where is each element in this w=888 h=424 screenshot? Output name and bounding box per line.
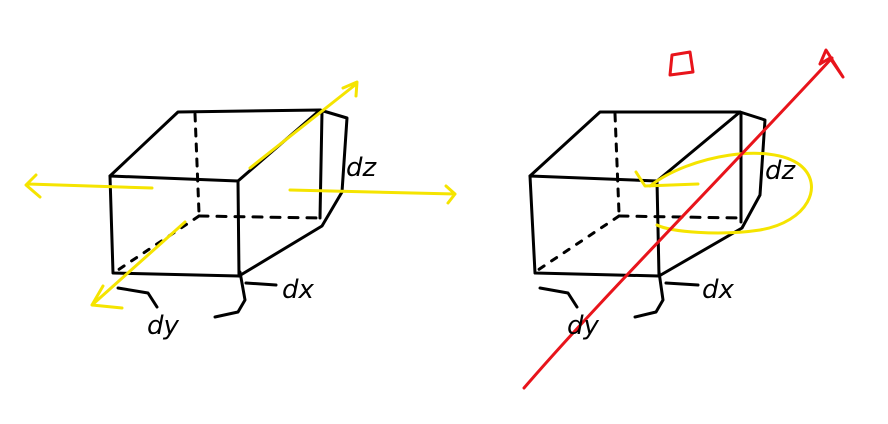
left-axis-x-left (24, 173, 154, 199)
right-dx-tick (633, 270, 700, 319)
left-cube-hidden-vertical (193, 112, 201, 215)
rotation-axis-square (668, 50, 695, 77)
rotation-axis-arrowhead (818, 48, 845, 79)
right-figure: dz dx dy (522, 48, 845, 390)
left-cube-hidden-horizontal (197, 214, 322, 220)
right-label-dz: dz (765, 156, 797, 186)
left-axis-diagonal (248, 80, 359, 170)
left-label-dx: dx (282, 275, 315, 305)
right-label-dy: dy (567, 311, 600, 341)
left-axis-x-right (288, 184, 457, 205)
left-cube-top-face (108, 108, 322, 183)
left-dx-tick (213, 270, 278, 319)
right-rotation-loop (634, 151, 813, 235)
left-axes (24, 80, 457, 310)
left-label-dy: dy (147, 311, 180, 341)
right-cube-top-face (528, 110, 742, 183)
left-cube-right-edge (318, 110, 324, 220)
right-cube-hidden-vertical (613, 112, 621, 215)
left-axis-diagonal-lower (90, 220, 187, 310)
left-label-dz: dz (346, 153, 378, 183)
right-rotation-axis (522, 48, 845, 390)
left-cube-front-face (108, 174, 241, 278)
left-figure: dz dx dy (24, 80, 457, 341)
right-cube-hidden-diagonal (536, 214, 621, 272)
right-dy-tick (538, 286, 579, 309)
rotation-axis-line (522, 56, 834, 390)
left-cube-hidden-diagonal (116, 214, 201, 272)
right-cube-right-face (657, 110, 767, 278)
right-rotation-ellipse (648, 151, 813, 235)
right-label-dx: dx (702, 275, 735, 305)
left-dy-tick (116, 286, 159, 309)
right-rotation-arrowhead (634, 170, 700, 188)
